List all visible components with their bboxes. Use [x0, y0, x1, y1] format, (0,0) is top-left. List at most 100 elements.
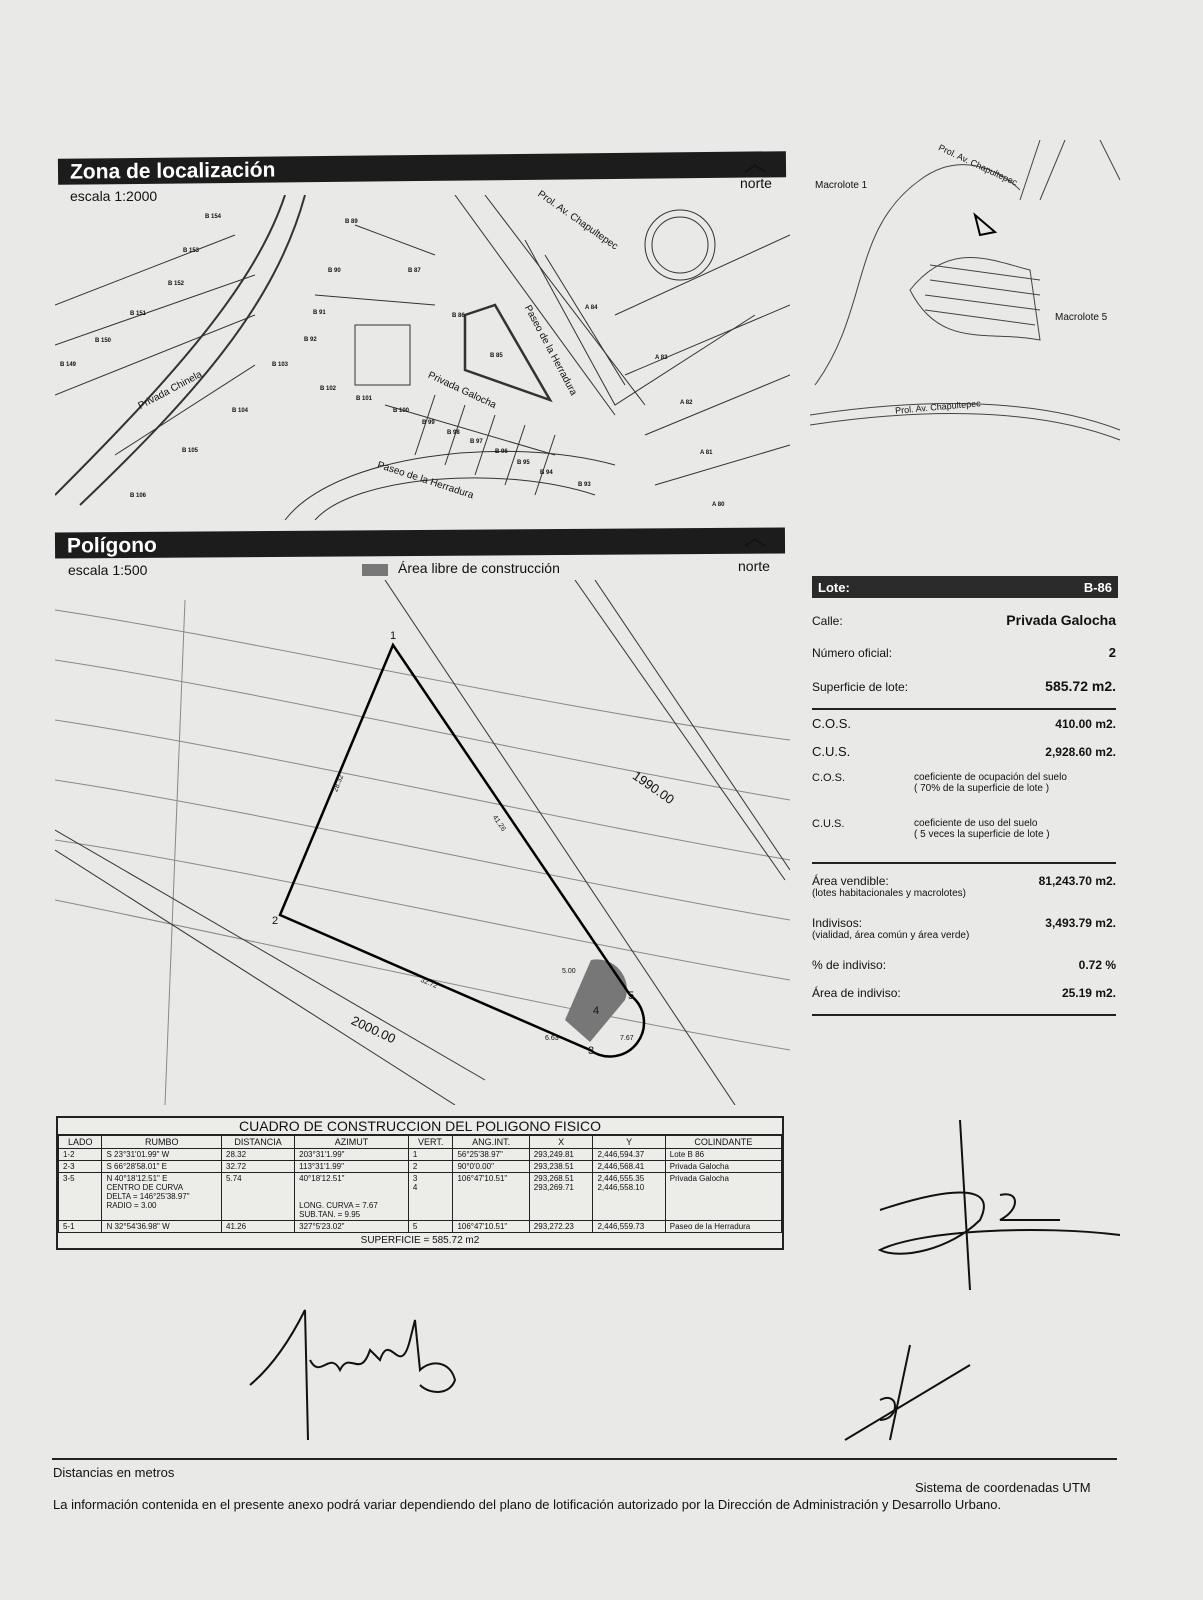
numero-label: Número oficial: — [812, 646, 893, 660]
lot-label: B 96 — [495, 449, 508, 455]
cell-text: N 32°54'36.98" W — [106, 1222, 170, 1231]
lot-label: B 97 — [470, 439, 483, 445]
column-header: AZIMUT — [294, 1135, 409, 1149]
table-cell: 293,268.51 293,269.71 — [528, 1172, 594, 1221]
column-header: ANG.INT. — [452, 1135, 530, 1149]
divider — [812, 708, 1116, 710]
lot-label: B 104 — [232, 408, 249, 414]
table-cell: 2,446,594.37 — [592, 1148, 666, 1161]
cell-text: 113°31'1.99" — [299, 1162, 344, 1171]
indivisos-sub: (vialidad, área común y área verde) — [812, 930, 970, 941]
footer-distancias: Distancias en metros — [53, 1465, 175, 1480]
table-cell: Lote B 86 — [664, 1148, 783, 1161]
table-cell: 106°47'10.51" — [452, 1172, 530, 1221]
lot-label: B 102 — [320, 386, 337, 392]
location-title-bar: Zona de localización — [57, 151, 787, 185]
lot-label: A 84 — [585, 305, 598, 311]
cell-text: 106°47'10.51" — [457, 1222, 508, 1231]
footer-rule — [52, 1458, 1117, 1460]
numero-value: 2 — [1108, 645, 1116, 660]
lot-label: B 153 — [183, 248, 200, 254]
table-cell: 5-1 — [57, 1220, 103, 1233]
column-header: LADO — [57, 1135, 103, 1149]
location-north: norte — [740, 175, 772, 191]
vertex-5: 5 — [628, 990, 635, 1002]
lot-label: B 106 — [130, 493, 147, 499]
legend-label: Área libre de construcción — [398, 560, 560, 576]
divider — [812, 862, 1116, 864]
cell-text: 3-5 — [63, 1174, 75, 1183]
cell-text: 293,268.51 293,269.71 — [533, 1174, 574, 1192]
polygon-north: norte — [738, 558, 770, 574]
pct-value: 0.72 % — [1078, 958, 1116, 972]
column-header: Y — [592, 1135, 666, 1149]
key-macrolote-1: Macrolote 1 — [815, 180, 868, 191]
lot-label: B 94 — [540, 470, 553, 476]
cos-def-2: ( 70% de la superficie de lote ) — [914, 783, 1050, 794]
cell-text: 293,272.23 — [533, 1222, 574, 1231]
table-cell: 3 4 — [407, 1172, 454, 1221]
column-header: RUMBO — [101, 1135, 223, 1149]
dim-6-63: 6.63 — [545, 1035, 559, 1042]
table-cell: 113°31'1.99" — [294, 1160, 409, 1173]
lot-label: A 82 — [680, 400, 693, 406]
lot-label: B 100 — [393, 408, 410, 414]
cell-text: 293,249.81 — [533, 1150, 574, 1159]
lot-label: B 154 — [205, 214, 222, 220]
curve-delta: DELTA = 146°25'38.97" — [106, 1192, 190, 1201]
table-cell: 293,272.23 — [528, 1220, 594, 1233]
lot-label: B 85 — [490, 353, 503, 359]
polygon-title: Polígono — [66, 533, 157, 558]
table-cell: 2-3 — [57, 1160, 103, 1173]
lot-label: B 151 — [130, 311, 147, 317]
cell-text: 2,446,568.41 — [597, 1162, 645, 1171]
cell-text: Paseo de la Herradura — [669, 1222, 751, 1231]
table-cell: 2,446,559.73 — [592, 1220, 666, 1233]
table-superficie: SUPERFICIE = 585.72 m2 — [360, 1235, 480, 1246]
area-indiviso-value: 25.19 m2. — [1061, 986, 1116, 1000]
calle-value: Privada Galocha — [1006, 612, 1116, 628]
vendible-sub: (lotes habitacionales y macrolotes) — [812, 888, 966, 899]
indivisos-value: 3,493.79 m2. — [1045, 916, 1116, 930]
table-cell: 41.26 — [221, 1220, 296, 1233]
table-cell: 2,446,555.35 2,446,558.10 — [592, 1172, 666, 1221]
cus-def-label: C.U.S. — [812, 818, 845, 830]
cos-label: C.O.S. — [812, 716, 852, 731]
column-header: DISTANCIA — [221, 1135, 296, 1149]
cell-text: 2,446,555.35 2,446,558.10 — [597, 1174, 645, 1192]
north-arrow-icon: ︿ — [744, 525, 767, 550]
vendible-value: 81,243.70 m2. — [1038, 874, 1116, 888]
vertex-3: 3 — [588, 1045, 595, 1057]
cell-text: 3 4 — [412, 1174, 418, 1192]
curve-radio: RADIO = 3.00 — [106, 1201, 157, 1210]
lote-value: B-86 — [1083, 579, 1112, 595]
lote-label: Lote: — [818, 579, 850, 595]
cell-text: 1-2 — [63, 1150, 75, 1159]
lot-label: B 99 — [422, 420, 435, 426]
vertex-2: 2 — [272, 915, 279, 927]
footer-nota: La información contenida en el presente … — [53, 1497, 1002, 1512]
key-map — [810, 140, 1121, 441]
table-cell: 106°47'10.51" — [452, 1220, 530, 1233]
lot-info-panel: Calle:Privada Galocha Número oficial:2 S… — [812, 612, 1116, 1022]
cell-text: Privada Galocha — [669, 1162, 729, 1171]
cell-text: N 40°18'12.51" E — [106, 1174, 168, 1183]
lot-label: B 101 — [356, 396, 373, 402]
dim-7-67: 7.67 — [620, 1035, 634, 1042]
table-cell: 293,249.81 — [528, 1148, 594, 1161]
cell-text: 106°47'10.51" — [457, 1174, 508, 1183]
legend-swatch — [362, 564, 388, 576]
signature-left — [249, 1309, 457, 1441]
cell-text: 203°31'1.99" — [299, 1150, 345, 1159]
cus-label: C.U.S. — [812, 744, 851, 759]
table-cell: Privada Galocha — [664, 1172, 783, 1221]
pct-label: % de indiviso: — [812, 958, 887, 972]
calle-label: Calle: — [812, 614, 843, 628]
cus-value: 2,928.60 m2. — [1045, 745, 1116, 759]
initials — [844, 1344, 971, 1441]
table-cell: Privada Galocha — [664, 1160, 783, 1173]
